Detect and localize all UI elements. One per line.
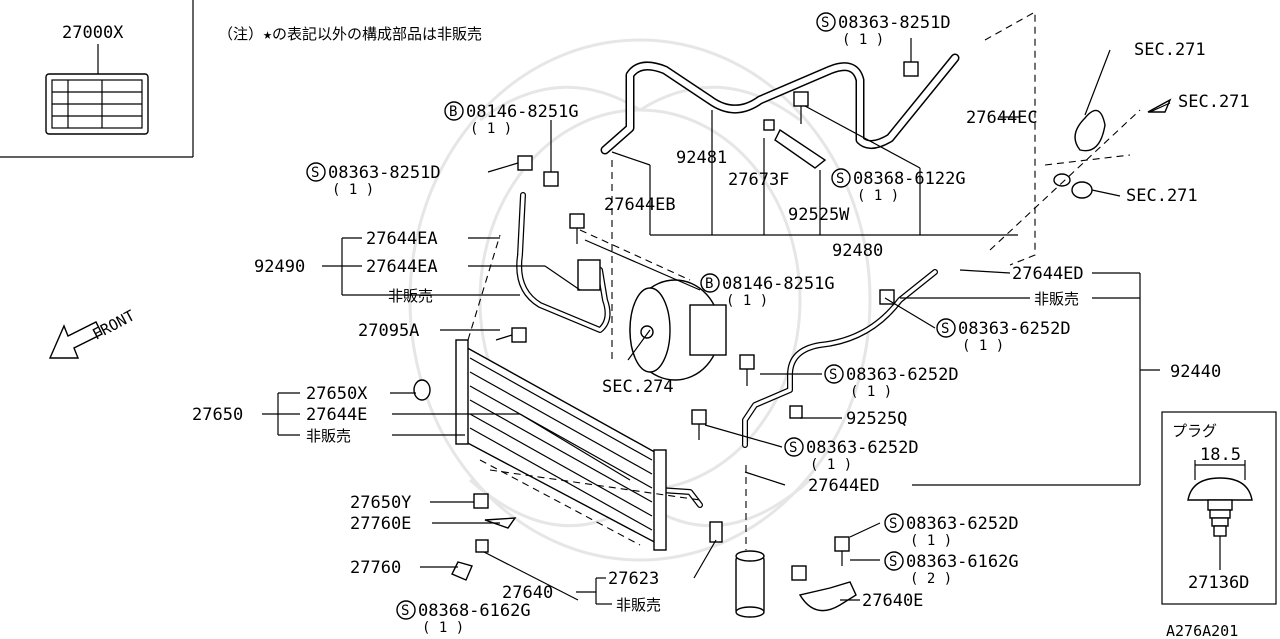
pipe-92481 [600,53,960,155]
circle-s: S [401,603,409,619]
circle-s: S [821,15,829,31]
inset-part: 27136D [1188,573,1249,593]
part-qty: ( 1 ) [850,384,892,400]
part-27644ED-top: 27644ED [1012,264,1084,284]
part-27644E: 27644E [306,405,367,425]
part-27760E: 27760E [350,514,411,534]
part-27644EB: 27644EB [604,195,676,215]
circle-b: B [449,104,457,120]
part-92525W: 92525W [788,205,850,225]
part-92440: 92440 [1170,362,1221,382]
label-08363-8251D-top: S 08363-8251D ( 1 ) [816,12,951,48]
circle-s: S [889,516,897,532]
part-92490: 92490 [254,257,305,277]
part-code: 08363-6252D [806,438,919,458]
part-27623: 27623 [608,569,659,589]
part-27650X: 27650X [306,384,368,404]
label-08363-6252D-a: S 08363-6252D ( 1 ) [936,318,1071,354]
part-27644EA-2: 27644EA [366,257,438,277]
part-sec271-b: SEC.271 [1178,92,1250,112]
part-code: 08363-8251D [328,163,441,183]
part-code: 08146-8251G [466,102,579,122]
receiver-drier [735,550,857,618]
part-qty: ( 1 ) [726,293,768,309]
part-qty: ( 1 ) [470,121,512,137]
part-qty: ( 2 ) [910,571,952,587]
part-sec271-a: SEC.271 [1134,40,1206,60]
part-27644EA-1: 27644EA [366,229,438,249]
part-qty: ( 1 ) [422,620,464,636]
part-qty: ( 1 ) [810,457,852,473]
part-qty: ( 1 ) [842,32,884,48]
circle-s: S [836,171,844,187]
part-27644ED-bot: 27644ED [808,476,880,496]
front-label: FRONT [89,306,137,343]
plug-inset: プラグ 18.5 27136D [1161,411,1277,605]
label-08363-8251D-left: S 08363-8251D ( 1 ) [306,162,441,198]
part-hihanbai-3: 非販売 [306,427,351,445]
label-08368-6162G: S 08368-6162G ( 1 ) [396,600,531,636]
dashed-lines [467,11,1141,550]
part-27095A: 27095A [358,321,419,341]
diagram-id: A276A201 [1166,622,1238,639]
compressor [629,279,727,381]
pipe-92490 [516,192,611,333]
part-27640: 27640 [502,583,553,603]
circle-s: S [789,440,797,456]
front-arrow: FRONT [48,306,138,359]
part-27644EC: 27644EC [966,108,1038,128]
part-sec271-c: SEC.271 [1126,186,1198,206]
part-qty: ( 1 ) [332,182,374,198]
part-code: 08363-6252D [958,319,1071,339]
label-08363-6252D-c: S 08363-6252D ( 1 ) [784,437,919,473]
inset-dimension: 18.5 [1200,445,1241,465]
part-code: 08368-6122G [853,169,966,189]
part-qty: ( 1 ) [910,533,952,549]
part-hihanbai-2: 非販売 [1034,290,1079,308]
label-08368-6122G: S 08368-6122G ( 1 ) [831,168,966,204]
circle-b: B [705,276,713,292]
label-08363-6252D-d: S 08363-6252D ( 1 ) [884,513,1019,549]
part-code: 08363-8251D [838,13,951,33]
part-27760: 27760 [350,558,401,578]
misc-parts [413,98,1172,581]
part-qty: ( 1 ) [962,338,1004,354]
part-92481: 92481 [676,148,727,168]
part-27000x: 27000X [62,23,124,43]
circle-s: S [889,554,897,570]
condenser [455,339,667,551]
label-27000x-box: 27000X [0,0,194,158]
part-sec274: SEC.274 [602,377,674,397]
pipe-27644E [657,487,703,508]
part-code: 08363-6252D [846,365,959,385]
inset-title: プラグ [1172,422,1217,440]
part-27650Y: 27650Y [350,493,411,513]
part-27640E: 27640E [862,591,923,611]
part-code: 08363-6162G [906,552,1019,572]
label-08363-6252D-b: S 08363-6252D ( 1 ) [824,364,959,400]
part-27673F: 27673F [728,170,789,190]
part-hihanbai-1: 非販売 [388,287,433,305]
part-92525Q: 92525Q [846,409,907,429]
bolts [475,38,919,581]
label-08363-6162G-right: S 08363-6162G ( 2 ) [884,551,1019,587]
leader-lines [262,49,1171,605]
part-qty: ( 1 ) [857,188,899,204]
note-text: （注）★の表記以外の構成部品は非販売 [218,25,482,43]
circle-s: S [311,165,319,181]
part-27650: 27650 [192,405,243,425]
circle-s: S [829,367,837,383]
part-code: 08146-8251G [722,274,835,294]
part-code: 08368-6162G [418,601,531,621]
circle-s: S [941,321,949,337]
part-code: 08363-6252D [906,514,1019,534]
label-08146-8251G-mid: B 08146-8251G ( 1 ) [700,273,835,309]
label-08146-8251G-top: B 08146-8251G ( 1 ) [444,101,579,137]
part-92480: 92480 [832,241,883,261]
part-hihanbai-4: 非販売 [616,596,661,614]
pipe-92440 [742,269,938,448]
